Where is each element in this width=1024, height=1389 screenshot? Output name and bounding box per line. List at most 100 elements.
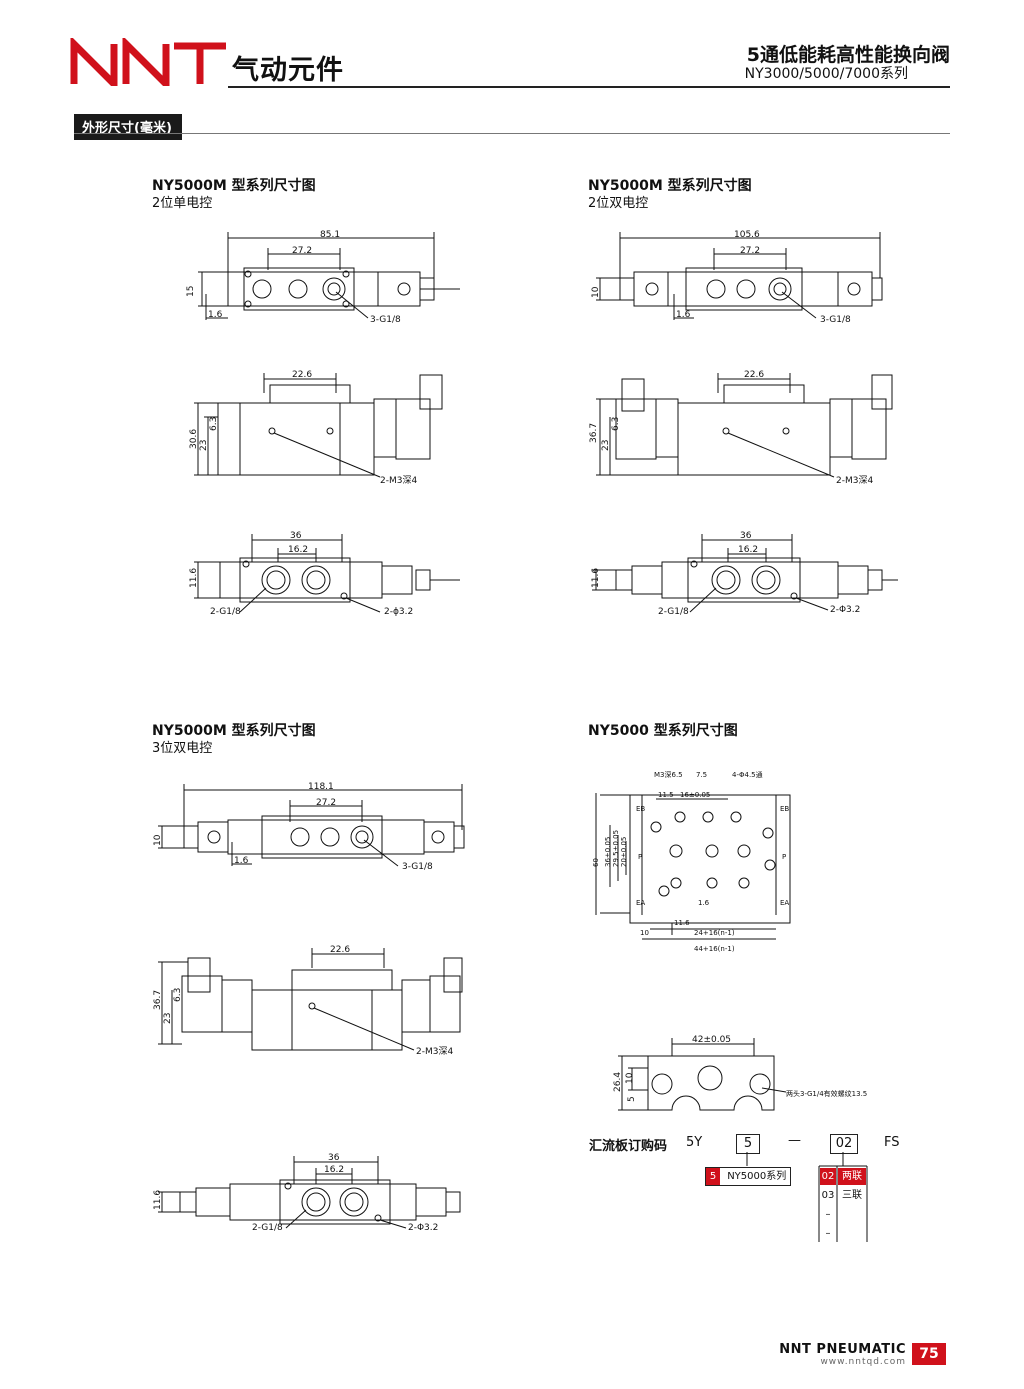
dim-span: 36 (290, 531, 302, 541)
dim-pitch: 27.2 (292, 246, 312, 256)
dim-offset: 1.6 (676, 310, 691, 320)
dim-h-mount: 6.3 (611, 417, 621, 431)
dim-10: 10 (640, 929, 649, 937)
series-option-name: NY5000系列 (727, 1171, 787, 1182)
dim-5: 5 (627, 1096, 637, 1102)
count-option-code: – (825, 1209, 831, 1220)
drawing-title-manifold: NY5000 型系列尺寸图 (588, 723, 738, 739)
port-p-left: P (638, 853, 642, 861)
count-option-name: 两联 (838, 1168, 866, 1185)
count-option-name: 三联 (842, 1190, 862, 1201)
dim-h-total: 36.7 (589, 423, 599, 443)
dim-h-body: 23 (601, 440, 611, 451)
dim-width: 22.6 (292, 370, 312, 380)
dim-h-body: 23 (163, 1013, 173, 1024)
hole-spec: 2-Φ3.2 (408, 1223, 438, 1233)
dim-h-total: 36.7 (153, 990, 163, 1010)
port-eb-left: EB (636, 805, 645, 813)
section-divider (74, 133, 950, 134)
order-code-prefix: 5Y (686, 1135, 703, 1150)
mount-hole: 2-M3深4 (836, 475, 873, 486)
series-option: 5 NY5000系列 (705, 1167, 792, 1186)
dim-height: 11.6 (591, 568, 601, 588)
port-ea-left: EA (636, 899, 645, 907)
double-side-view: 22.6 36.7 23 6.3 2-M3深4 (589, 370, 893, 486)
len-24: 24+16(n-1) (694, 929, 735, 937)
footer-brand: NNT PNEUMATIC (779, 1342, 906, 1357)
dim-width: 22.6 (744, 370, 764, 380)
drawing-title-single: NY5000M 型系列尺寸图 (152, 178, 316, 194)
dim-width: 22.6 (330, 945, 350, 955)
order-code-series-box: 5 (736, 1134, 760, 1154)
count-option-code: 03 (821, 1190, 835, 1201)
order-code-count-box: 02 (830, 1134, 858, 1154)
count-option-row: – (820, 1225, 836, 1242)
single-bottom-view: 36 16.2 11.6 2-G1/8 2-ϕ3.2 (189, 531, 460, 617)
count-option-row: 03 三联 (820, 1187, 866, 1204)
nnt-logo (70, 38, 226, 86)
dim-height: 11.6 (153, 1190, 163, 1210)
dim-overall: 118.1 (308, 782, 334, 792)
three-top-view: 118.1 27.2 10 1.6 3-G1/8 (153, 782, 465, 872)
dim-height: 10 (591, 286, 601, 298)
dim-overall: 85.1 (320, 230, 340, 240)
dim-36: 36±0.05 (604, 837, 612, 867)
dim-height: 15 (186, 286, 196, 297)
dim-overall: 105.6 (734, 230, 760, 240)
dim-offset: 1.6 (208, 310, 223, 320)
count-option-row: – (820, 1206, 836, 1223)
dim-span: 36 (740, 531, 752, 541)
single-top-view: 85.1 27.2 15 1.6 3-G1/8 (186, 230, 460, 325)
port-ea-right: EA (780, 899, 789, 907)
brand-name: 气动元件 (232, 55, 344, 86)
through-holes: 4-Φ4.5通 (732, 770, 763, 779)
port-spec: 2-G1/8 (210, 607, 241, 617)
dim-span: 36 (328, 1153, 340, 1163)
mount-hole: 2-M3深4 (416, 1046, 453, 1057)
tap-spec: M3深6.5 (654, 770, 683, 779)
order-leader-lines (746, 1152, 868, 1242)
dim-pitch: 16.2 (324, 1165, 344, 1175)
len-44: 44+16(n-1) (694, 945, 735, 953)
dim-1-6: 1.6 (698, 899, 710, 907)
page-number: 75 (912, 1343, 946, 1365)
hole-spec: 2-ϕ3.2 (384, 607, 413, 617)
single-side-view: 22.6 30.6 23 6.3 2-M3深4 (189, 370, 443, 486)
page-series: NY3000/5000/7000系列 (744, 66, 908, 82)
dim-29-5: 29.5±0.05 (612, 830, 620, 867)
count-option-code: 02 (820, 1168, 836, 1185)
port-spec: 3-G1/8 (402, 862, 433, 872)
drawing-subtitle-double: 2位双电控 (588, 196, 649, 211)
order-code-dash: — (788, 1133, 801, 1148)
dim-offset: 1.6 (234, 856, 249, 866)
order-code-suffix: FS (884, 1135, 900, 1150)
manifold-side-view: 42±0.05 26.4 10 5 两头3-G1/4有效螺纹13.5 (613, 1035, 867, 1111)
dim-h-mount: 6.3 (173, 988, 183, 1002)
dim-11-5: 11.5 (658, 791, 674, 799)
port-p-right: P (782, 853, 786, 861)
dim-pitch: 27.2 (740, 246, 760, 256)
manifold-plan-view: M3深6.5 7.5 4-Φ4.5通 11.5 16±0.05 60 36±0.… (592, 770, 791, 953)
dim-h-mount: 6.3 (209, 417, 219, 431)
hole-spec: 2-Φ3.2 (830, 605, 860, 615)
drawing-subtitle-three: 3位双电控 (152, 741, 213, 756)
port-spec: 两头3-G1/4有效螺纹13.5 (786, 1089, 867, 1098)
page-title: 5通低能耗高性能换向阀 (746, 44, 950, 66)
footer-url: www.nntqd.com (820, 1357, 906, 1367)
dim-60: 60 (592, 858, 600, 867)
dim-26-4: 26.4 (613, 1072, 623, 1092)
header-divider (228, 86, 950, 88)
mount-hole: 2-M3深4 (380, 475, 417, 486)
dim-h-body: 23 (199, 440, 209, 451)
double-bottom-view: 36 16.2 11.6 2-G1/8 2-Φ3.2 (591, 531, 898, 617)
dim-height: 11.6 (189, 568, 199, 588)
three-side-view: 22.6 36.7 23 6.3 2-M3深4 (153, 945, 463, 1057)
three-bottom-view: 36 16.2 11.6 2-G1/8 2-Φ3.2 (153, 1153, 461, 1233)
port-spec: 2-G1/8 (658, 607, 689, 617)
tap-depth: 7.5 (696, 771, 707, 779)
dim-pitch: 16.2 (738, 545, 758, 555)
dim-h-total: 30.6 (189, 429, 199, 449)
order-code-label: 汇流板订购码 (589, 1139, 668, 1154)
drawing-subtitle-single: 2位单电控 (152, 196, 213, 211)
